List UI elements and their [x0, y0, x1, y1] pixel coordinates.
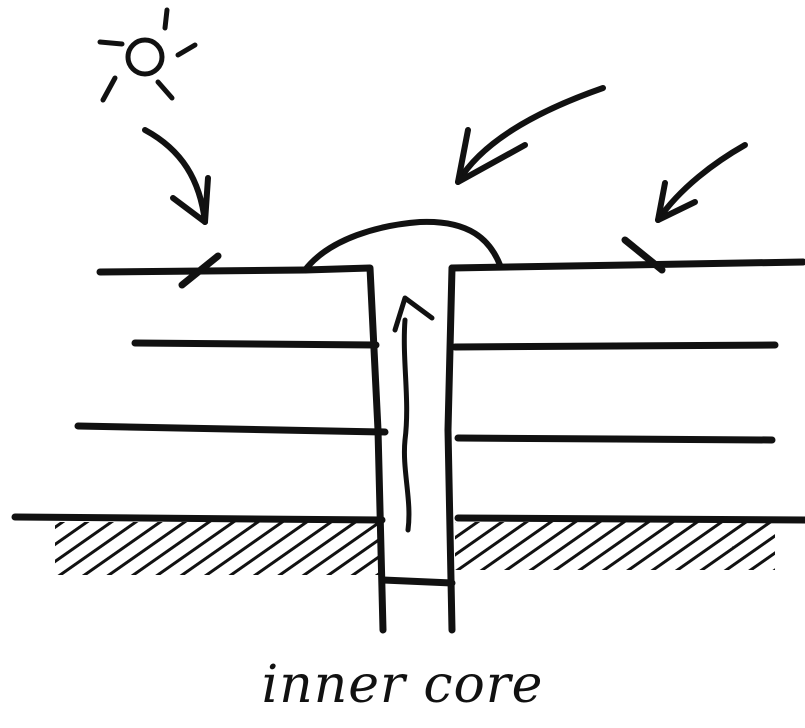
caption-label: inner core [0, 655, 805, 715]
conduit [305, 268, 452, 630]
arrow-up-icon [395, 298, 432, 530]
ground-hatching [55, 522, 775, 575]
arrow-down-icon [658, 145, 745, 220]
arrow-down-icon [458, 88, 603, 182]
arrow-down-icon [145, 130, 208, 222]
sun-icon [100, 10, 195, 100]
surface-dome [305, 222, 500, 270]
strata-lines [15, 240, 805, 520]
